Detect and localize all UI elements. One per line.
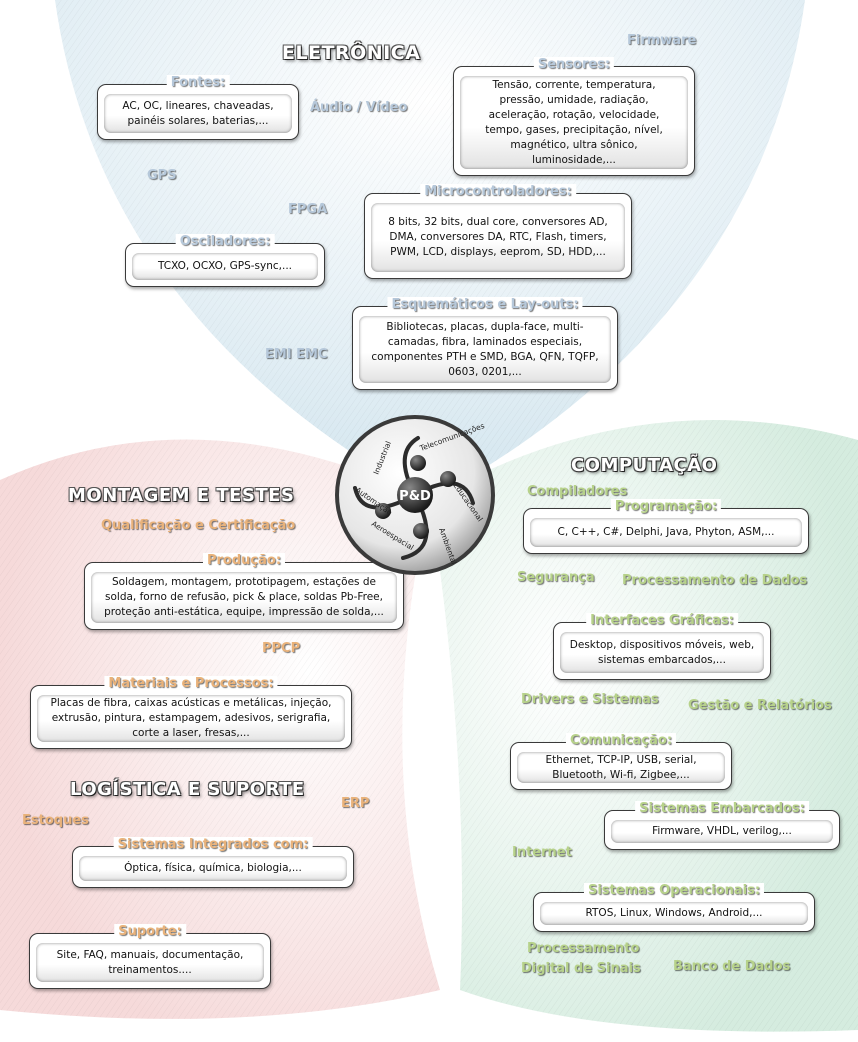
box-esquematicos-text: Bibliotecas, placas, dupla-face, multi-c… — [359, 316, 611, 383]
tag-fpga: FPGA — [288, 202, 328, 217]
box-comunicacao: Comunicação: Ethernet, TCP-IP, USB, seri… — [510, 733, 732, 790]
tag-processamento-dados: Processamento de Dados — [622, 573, 808, 588]
box-microcontroladores-text: 8 bits, 32 bits, dual core, conversores … — [371, 203, 625, 272]
heading-eletronica: ELETRÔNICA — [282, 42, 421, 64]
tag-firmware: Firmware — [627, 33, 697, 48]
box-microcontroladores: Microcontroladores: 8 bits, 32 bits, dua… — [364, 184, 632, 279]
box-operacionais: Sistemas Operacionais: RTOS, Linux, Wind… — [533, 883, 815, 932]
logo-center-ball — [397, 477, 433, 513]
box-materiais: Materiais e Processos: Placas de fibra, … — [30, 676, 352, 749]
tag-banco-dados: Banco de Dados — [673, 959, 791, 974]
box-suporte: Suporte: Site, FAQ, manuais, documentaçã… — [29, 924, 271, 989]
box-osciladores-text: TCXO, OCXO, GPS-sync,... — [132, 253, 318, 280]
box-interfaces-title: Interfaces Gráficas: — [586, 613, 738, 628]
box-programacao-title: Programação: — [610, 499, 722, 514]
box-embarcados-text: Firmware, VHDL, verilog,... — [611, 820, 833, 843]
box-embarcados-title: Sistemas Embarcados: — [635, 801, 809, 816]
tag-erp: ERP — [341, 796, 370, 811]
box-suporte-text: Site, FAQ, manuais, documentação, treina… — [36, 943, 264, 982]
tag-ppcp: PPCP — [262, 641, 301, 656]
logo-node-1 — [410, 455, 426, 471]
box-operacionais-title: Sistemas Operacionais: — [583, 883, 765, 898]
box-fontes-title: Fontes: — [166, 75, 230, 90]
heading-computacao: COMPUTAÇÃO — [571, 455, 718, 476]
box-comunicacao-title: Comunicação: — [565, 733, 677, 748]
box-programacao-text: C, C++, C#, Delphi, Java, Phyton, ASM,..… — [530, 518, 802, 547]
box-interfaces-text: Desktop, dispositivos móveis, web, siste… — [560, 632, 764, 673]
box-sensores-text: Tensão, corrente, temperatura, pressão, … — [460, 76, 688, 169]
tag-drivers: Drivers e Sistemas — [521, 692, 659, 707]
box-integrados-title: Sistemas Integrados com: — [113, 837, 313, 852]
box-producao: Produção: Soldagem, montagem, prototipag… — [84, 553, 404, 630]
pd-logo: P&D Telecomunicações Educacional Ambient… — [335, 415, 495, 575]
box-producao-title: Produção: — [202, 553, 286, 568]
logo-node-2 — [440, 471, 456, 487]
box-materiais-title: Materiais e Processos: — [104, 676, 278, 691]
tag-compiladores: Compiladores — [527, 484, 628, 499]
logo-node-4 — [375, 503, 391, 519]
box-osciladores-title: Osciladores: — [175, 234, 275, 249]
computing-lobe-texture — [430, 420, 858, 1032]
box-interfaces: Interfaces Gráficas: Desktop, dispositiv… — [553, 613, 771, 680]
box-fontes: Fontes: AC, OC, lineares, chaveadas, pai… — [97, 75, 299, 140]
box-esquematicos-title: Esquemáticos e Lay-outs: — [387, 297, 583, 312]
box-producao-text: Soldagem, montagem, prototipagem, estaçõ… — [91, 572, 397, 623]
heading-logistica: LOGÍSTICA E SUPORTE — [70, 779, 305, 800]
box-comunicacao-text: Ethernet, TCP-IP, USB, serial, Bluetooth… — [517, 752, 725, 783]
tag-dsp-line1: Processamento — [527, 941, 640, 956]
box-fontes-text: AC, OC, lineares, chaveadas, painéis sol… — [104, 94, 292, 133]
heading-montagem: MONTAGEM E TESTES — [68, 485, 295, 506]
box-integrados-text: Óptica, física, química, biologia,... — [79, 856, 347, 881]
tag-gps: GPS — [147, 168, 177, 183]
tag-gestao: Gestão e Relatórios — [688, 698, 832, 713]
box-programacao: Programação: C, C++, C#, Delphi, Java, P… — [523, 499, 809, 554]
box-embarcados: Sistemas Embarcados: Firmware, VHDL, ver… — [604, 801, 840, 850]
tag-qualificacao: Qualificação e Certificação — [101, 518, 296, 533]
box-sensores: Sensores: Tensão, corrente, temperatura,… — [453, 57, 695, 176]
box-microcontroladores-title: Microcontroladores: — [420, 184, 576, 199]
box-esquematicos: Esquemáticos e Lay-outs: Bibliotecas, pl… — [352, 297, 618, 390]
tag-seguranca: Segurança — [517, 570, 595, 585]
tag-audio-video: Áudio / Vídeo — [310, 100, 408, 115]
tag-internet: Internet — [512, 845, 572, 860]
logo-node-3 — [413, 523, 429, 539]
box-materiais-text: Placas de fibra, caixas acústicas e metá… — [37, 695, 345, 742]
tag-estoques: Estoques — [22, 813, 89, 828]
box-suporte-title: Suporte: — [114, 924, 186, 939]
box-sensores-title: Sensores: — [533, 57, 615, 72]
tag-dsp-line2: Digital de Sinais — [521, 961, 641, 976]
box-osciladores: Osciladores: TCXO, OCXO, GPS-sync,... — [125, 234, 325, 287]
box-integrados: Sistemas Integrados com: Óptica, física,… — [72, 837, 354, 888]
tag-emi-emc: EMI EMC — [265, 347, 328, 362]
logo-center-label: P&D — [399, 489, 431, 504]
box-operacionais-text: RTOS, Linux, Windows, Android,... — [540, 902, 808, 925]
